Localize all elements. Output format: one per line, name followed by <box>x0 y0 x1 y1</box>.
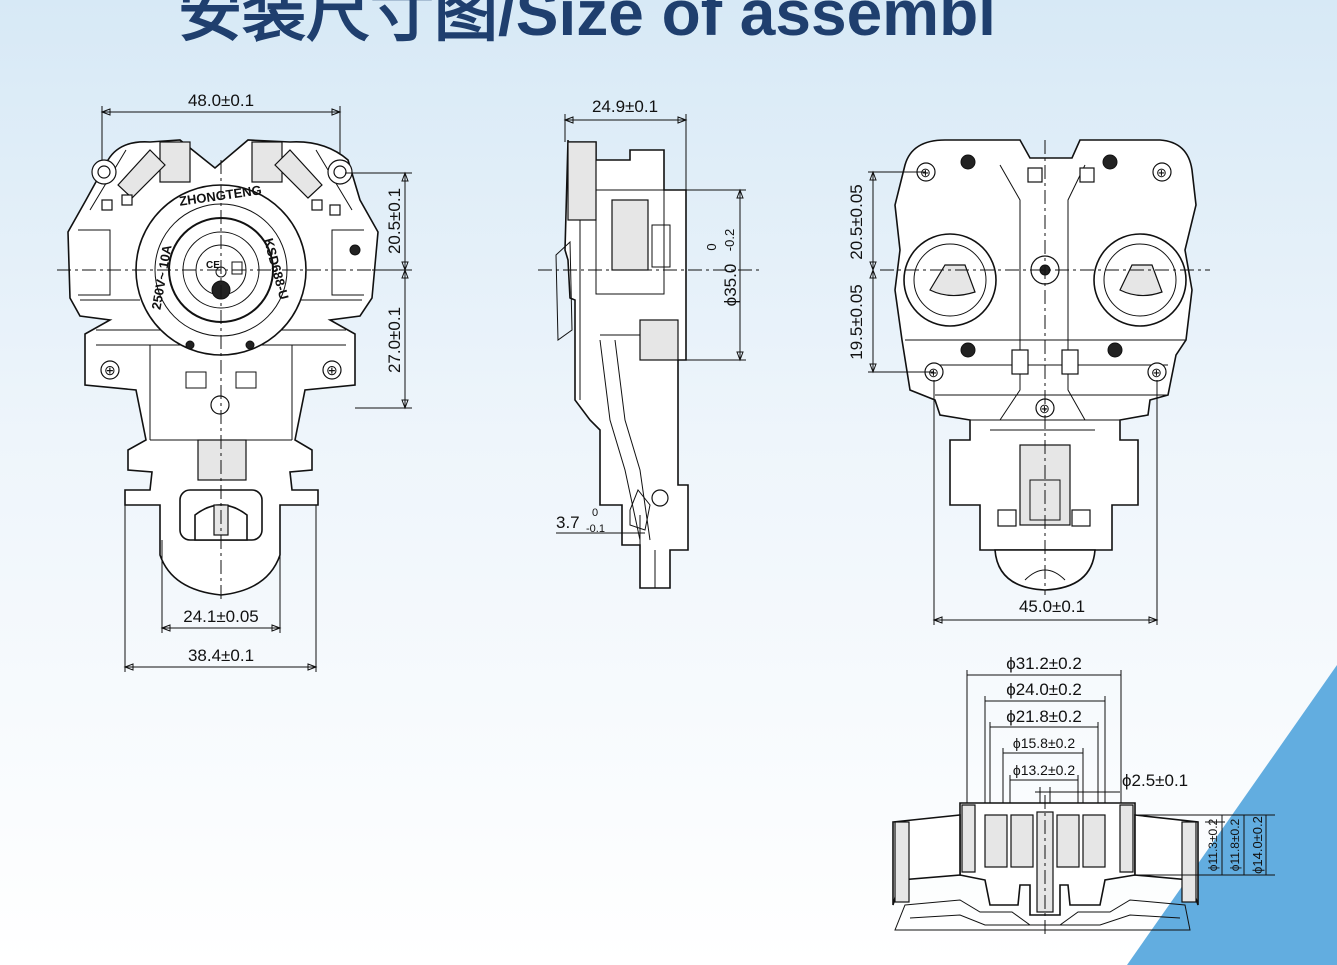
side-diameter-tol-upper: 0 <box>704 243 719 250</box>
section-d5-label: ϕ13.2±0.2 <box>1013 762 1075 778</box>
front-top-width-label: 48.0±0.1 <box>188 91 254 110</box>
back-view: ⊕ ⊕ ⊕ ⊕ ⊕ 20.5±0.05 19.5±0.05 <box>847 139 1210 625</box>
front-upper-height-label: 20.5±0.1 <box>385 188 404 254</box>
section-d2-label: ϕ24.0±0.2 <box>1006 680 1082 699</box>
front-lower-height-label: 27.0±0.1 <box>385 307 404 373</box>
section-view: ϕ31.2±0.2 ϕ24.0±0.2 ϕ21.8±0.2 ϕ15.8±0.2 … <box>892 654 1275 935</box>
side-step-label: 3.7 <box>556 513 580 532</box>
section-d4-label: ϕ15.8±0.2 <box>1013 735 1075 751</box>
ce-mark: CE <box>206 260 220 271</box>
back-lower-offset-label: 19.5±0.05 <box>847 284 866 360</box>
side-step-tol-lower: -0.1 <box>586 523 605 535</box>
svg-text:⊕: ⊕ <box>104 362 116 378</box>
svg-text:⊕: ⊕ <box>326 362 338 378</box>
back-bottom-width-label: 45.0±0.1 <box>1019 597 1085 616</box>
side-diameter-tol-lower: -0.2 <box>722 229 737 251</box>
section-h3-label: ϕ14.0±0.2 <box>1250 816 1265 874</box>
back-upper-offset-label: 20.5±0.05 <box>847 184 866 260</box>
front-inner-width-label: 24.1±0.05 <box>183 607 259 626</box>
side-view: 24.9±0.1 ϕ35.0 0 -0.2 3.7 0 -0.1 <box>538 97 760 589</box>
side-width-label: 24.9±0.1 <box>592 97 658 116</box>
section-d6-label: ϕ2.5±0.1 <box>1122 771 1188 790</box>
side-step-tol-upper: 0 <box>592 507 598 519</box>
side-diameter-label: ϕ35.0 <box>721 264 740 307</box>
front-view: 48.0±0.1 ZHONGTENG KSD688-U 250V~ 10A CE <box>57 91 412 672</box>
front-bottom-width-label: 38.4±0.1 <box>188 646 254 665</box>
section-h1-label: ϕ11.3±0.2 <box>1206 818 1220 871</box>
section-h2-label: ϕ11.8±0.2 <box>1228 818 1242 871</box>
svg-text:⊕: ⊕ <box>1039 401 1050 416</box>
section-d1-label: ϕ31.2±0.2 <box>1006 654 1082 673</box>
svg-text:⊕: ⊕ <box>1156 165 1167 180</box>
svg-text:⊕: ⊕ <box>1151 365 1162 380</box>
page-title: 安装尺寸图/Size of assembl <box>178 0 996 49</box>
section-d3-label: ϕ21.8±0.2 <box>1006 707 1082 726</box>
